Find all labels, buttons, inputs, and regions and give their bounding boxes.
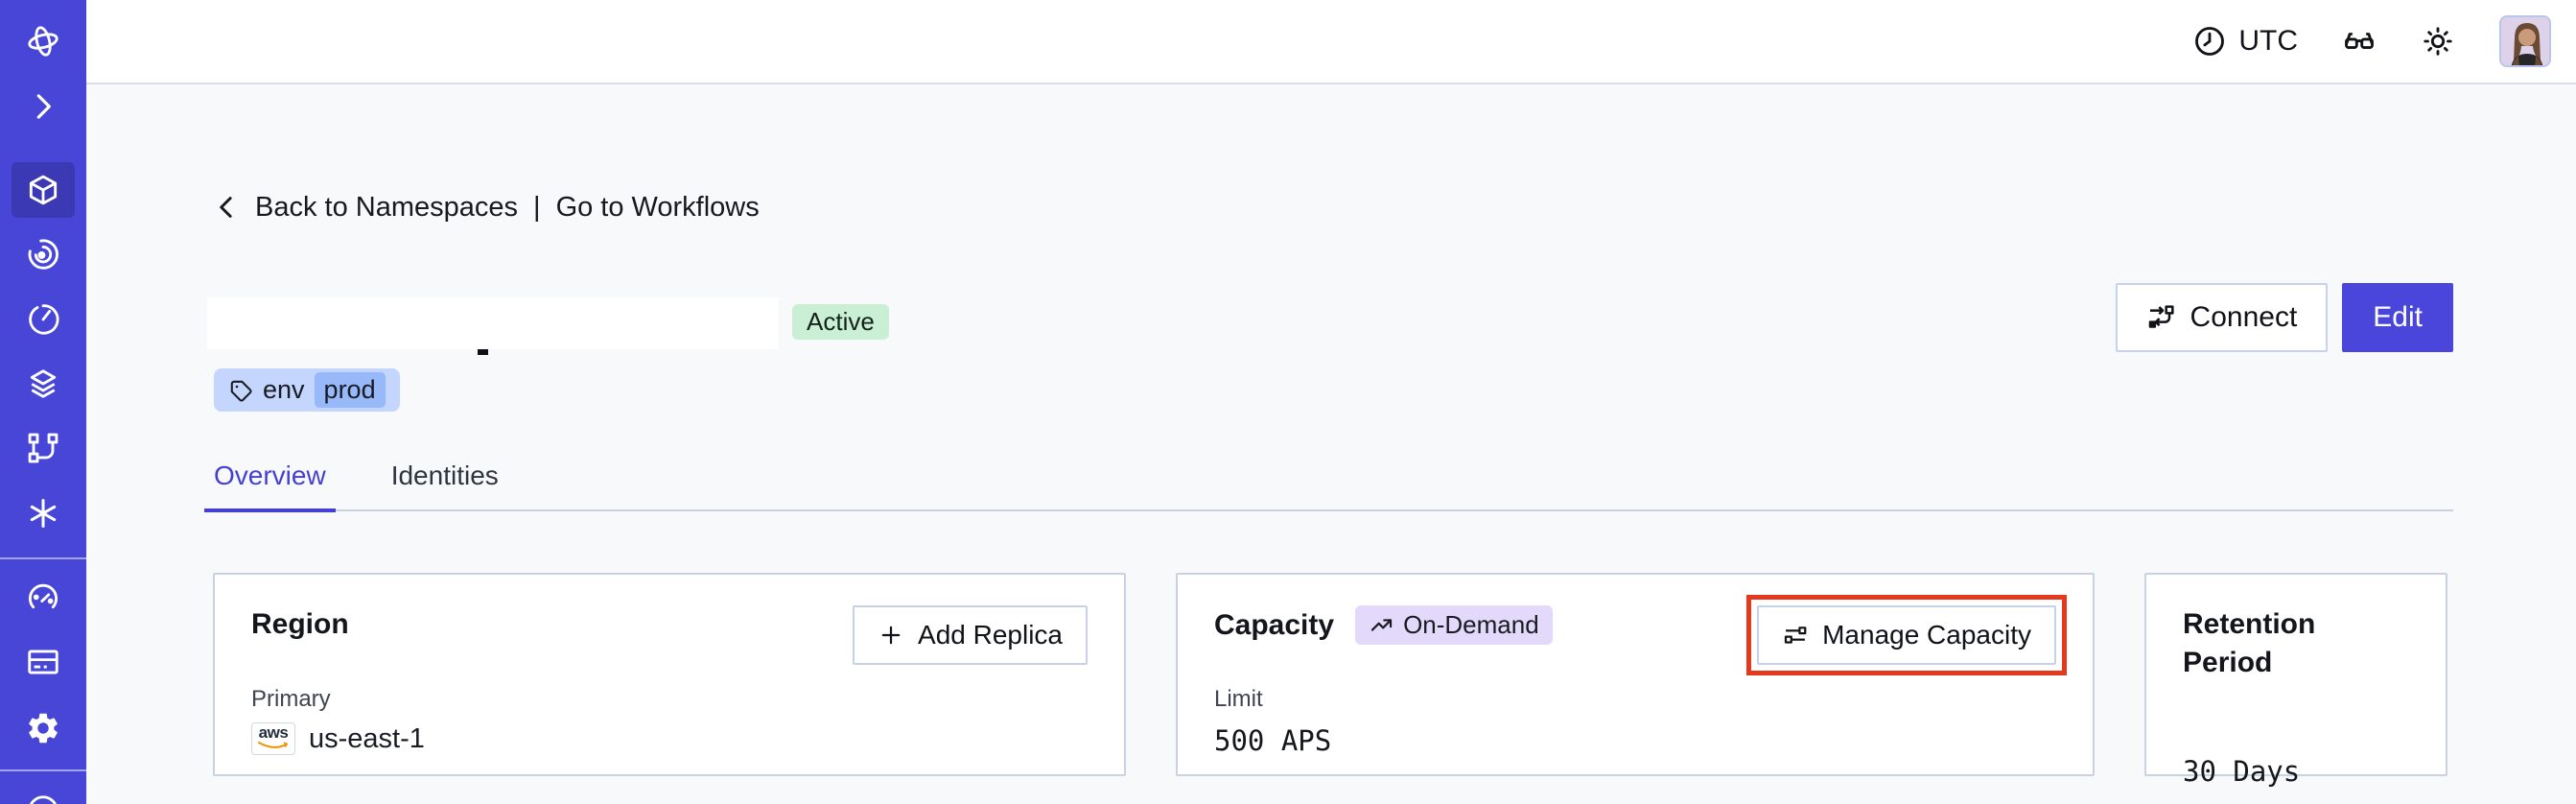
tag-value: prod xyxy=(314,372,386,408)
ondemand-badge: On-Demand xyxy=(1355,605,1553,645)
namespaces-cube-icon[interactable] xyxy=(25,172,61,208)
timezone-label: UTC xyxy=(2238,25,2298,57)
capacity-card: Capacity On-Demand xyxy=(1176,573,2095,776)
timezone-selector[interactable]: UTC xyxy=(2192,24,2298,59)
region-value: us-east-1 xyxy=(309,722,425,754)
usage-gauge-icon[interactable] xyxy=(25,580,61,617)
add-replica-label: Add Replica xyxy=(918,620,1063,650)
sidebar-divider xyxy=(0,769,86,771)
page-actions: Connect Edit xyxy=(2115,283,2453,352)
primary-label: Primary xyxy=(251,686,331,712)
deployments-layers-icon[interactable] xyxy=(25,366,61,402)
edit-button-label: Edit xyxy=(2373,301,2423,333)
retention-card-title: Retention Period xyxy=(2183,608,2316,678)
aws-logo: aws xyxy=(251,722,295,755)
back-to-namespaces-link[interactable]: Back to Namespaces xyxy=(255,191,519,223)
settings-gear-icon[interactable] xyxy=(25,710,61,746)
tab-identities[interactable]: Identities xyxy=(390,461,499,490)
capacity-card-title: Capacity xyxy=(1214,608,1335,641)
add-replica-button[interactable]: Add Replica xyxy=(853,605,1088,665)
annotation-highlight-box: Manage Capacity xyxy=(1746,595,2067,675)
retention-card: Retention Period 30 Days xyxy=(2144,573,2447,788)
cards-row: Region Add Replica Primary aws xyxy=(213,573,2447,788)
chevron-left-icon[interactable] xyxy=(213,193,242,222)
workflows-spiral-icon[interactable] xyxy=(25,236,61,272)
capacity-limit-value: 500 APS xyxy=(1214,724,1332,757)
tab-bar: Overview Identities xyxy=(204,461,2453,512)
help-circle-icon[interactable] xyxy=(25,792,61,804)
topbar: UTC xyxy=(86,0,2576,84)
ondemand-badge-label: On-Demand xyxy=(1403,610,1539,639)
redaction-text-remnant xyxy=(478,349,488,355)
temporal-logo-icon[interactable] xyxy=(25,23,61,59)
user-avatar[interactable] xyxy=(2499,15,2551,67)
batch-branch-icon[interactable] xyxy=(25,430,61,466)
tab-overview[interactable]: Overview xyxy=(204,461,336,512)
sidebar-divider xyxy=(0,557,86,559)
connect-button[interactable]: Connect xyxy=(2115,283,2329,352)
plus-icon xyxy=(878,622,904,649)
region-card: Region Add Replica Primary aws xyxy=(213,573,1126,776)
glasses-icon[interactable] xyxy=(2342,24,2377,59)
namespace-tag-chip[interactable]: env prod xyxy=(214,368,400,412)
manage-capacity-button[interactable]: Manage Capacity xyxy=(1757,605,2056,665)
breadcrumb: Back to Namespaces | Go to Workflows xyxy=(213,188,760,226)
limit-label: Limit xyxy=(1214,686,1263,712)
clock-icon xyxy=(2192,24,2227,59)
sliders-icon xyxy=(1782,622,1809,649)
schedules-timer-icon[interactable] xyxy=(25,301,61,338)
go-to-workflows-link[interactable]: Go to Workflows xyxy=(555,191,760,223)
status-badge: Active xyxy=(792,304,889,340)
connect-flow-icon xyxy=(2146,302,2177,333)
retention-value: 30 Days xyxy=(2183,755,2301,788)
namespace-title-redacted xyxy=(207,297,779,349)
tag-icon xyxy=(228,378,253,403)
tag-key: env xyxy=(263,375,305,404)
connect-button-label: Connect xyxy=(2190,301,2298,333)
region-card-title: Region xyxy=(251,608,349,640)
breadcrumb-separator: | xyxy=(533,191,541,223)
manage-capacity-label: Manage Capacity xyxy=(1822,620,2031,650)
billing-card-icon[interactable] xyxy=(25,644,61,680)
edit-button[interactable]: Edit xyxy=(2342,283,2453,352)
nexus-asterisk-icon[interactable] xyxy=(25,495,61,532)
sidebar xyxy=(0,0,86,804)
trending-up-icon xyxy=(1369,612,1394,638)
sidebar-expand-chevron-right-icon[interactable] xyxy=(25,88,61,125)
aws-logo-text: aws xyxy=(258,723,289,742)
theme-sun-icon[interactable] xyxy=(2421,24,2455,59)
